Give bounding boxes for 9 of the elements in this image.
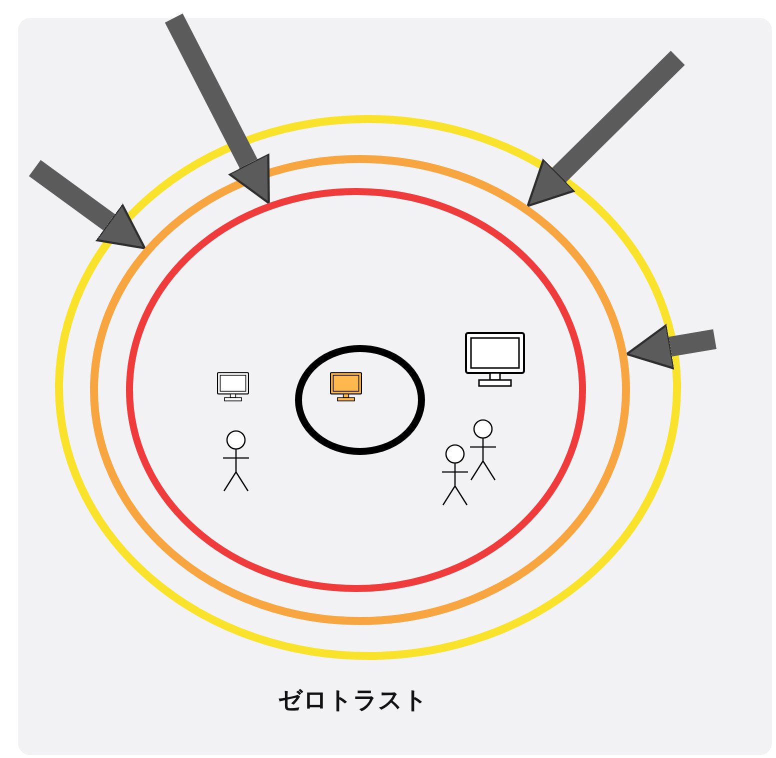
- ellipse-ring: [126, 188, 586, 592]
- arrow: [626, 324, 716, 370]
- ellipse-ring: [55, 115, 681, 660]
- arrow: [164, 14, 270, 204]
- arrow: [526, 50, 685, 207]
- ellipse-ring: [295, 345, 425, 455]
- ellipse-ring: [90, 155, 630, 625]
- caption: ゼロトラスト: [278, 685, 428, 716]
- arrow: [28, 160, 146, 250]
